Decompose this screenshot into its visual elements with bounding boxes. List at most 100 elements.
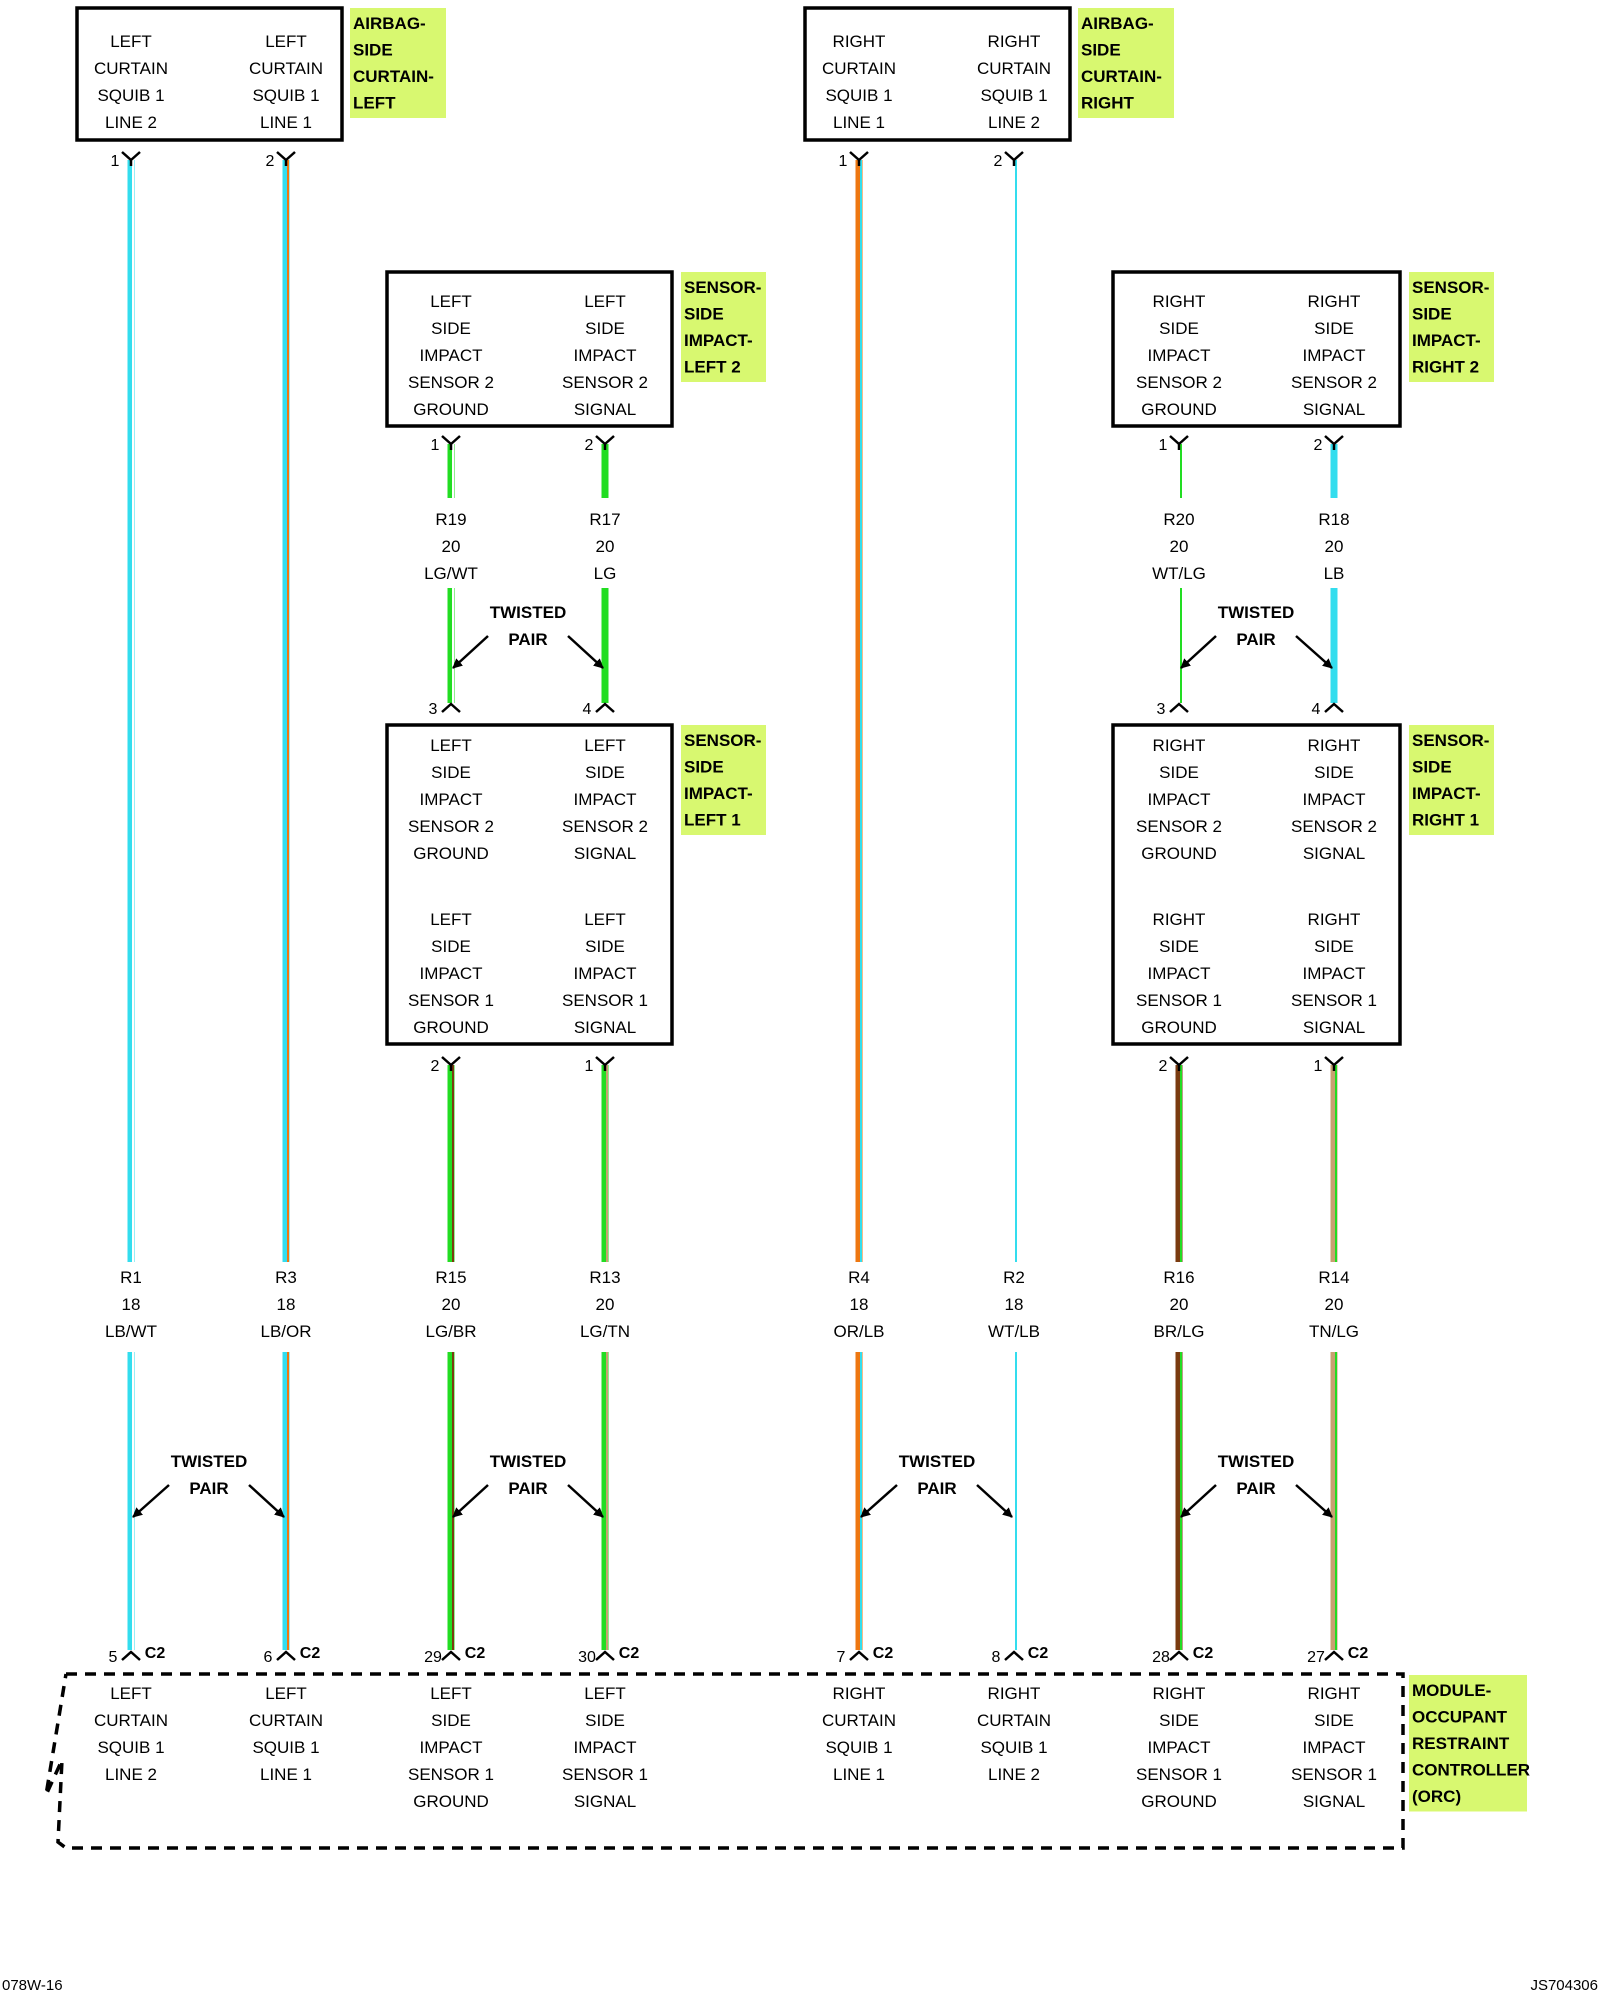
sensor-left-2-text-line: SENSOR 2 bbox=[408, 373, 494, 392]
twisted-pair-left-upper-arrow-left bbox=[452, 635, 489, 669]
airbag-right-box bbox=[803, 6, 1072, 142]
connector-R2-orc-pin: 8 bbox=[992, 1649, 1001, 1666]
connector-R2-orc-symbol bbox=[1004, 1650, 1024, 1661]
orc-module-text-line: LINE 1 bbox=[260, 1765, 312, 1784]
connector-R18-top-pin: 2 bbox=[1314, 437, 1323, 454]
sensor-right-1-text-line: IMPACT bbox=[1148, 964, 1211, 983]
wire-gauge: 20 bbox=[442, 537, 461, 556]
airbag-left-tag-bg bbox=[350, 8, 446, 118]
orc-module-text-line: SQUIB 1 bbox=[825, 1738, 892, 1757]
airbag-left-text-line: LEFT bbox=[110, 32, 152, 51]
sensor-right-1-text-line: IMPACT bbox=[1303, 964, 1366, 983]
connector-R16-top-symbol bbox=[1169, 1056, 1189, 1071]
sensor-left-2-text-line: SIDE bbox=[431, 319, 471, 338]
airbag-left-text-line: CURTAIN bbox=[94, 59, 168, 78]
airbag-left-tag-line: LEFT bbox=[353, 94, 396, 113]
wire-circuit: R13 bbox=[589, 1268, 620, 1287]
sensor-left-1-text-line: LEFT bbox=[584, 910, 626, 929]
connector-R4-orc-symbol bbox=[849, 1650, 869, 1661]
orc-tag-line: MODULE- bbox=[1412, 1681, 1491, 1700]
sensor-left-2-tag-bg bbox=[681, 272, 766, 382]
orc-module-text-line: RIGHT bbox=[1153, 1684, 1206, 1703]
orc-module-text-line: LINE 2 bbox=[988, 1765, 1040, 1784]
sensor-left-2-tag-line: LEFT 2 bbox=[684, 358, 741, 377]
connector-R17-top-symbol bbox=[595, 435, 615, 450]
sensor-right-1-text-line: SIDE bbox=[1159, 763, 1199, 782]
connector-R4-top-symbol bbox=[849, 151, 869, 166]
sensor-right-1-box bbox=[1111, 723, 1402, 1046]
sensor-right-1-text-line: RIGHT bbox=[1153, 910, 1206, 929]
airbag-left-text-line: LINE 2 bbox=[105, 113, 157, 132]
orc-module-text-line: RIGHT bbox=[988, 1684, 1041, 1703]
sensor-right-2-text-line: GROUND bbox=[1141, 400, 1217, 419]
orc-module-text-line: LEFT bbox=[110, 1684, 152, 1703]
sensor-left-1-text-line: SENSOR 2 bbox=[408, 817, 494, 836]
wire-color: WT/LB bbox=[988, 1322, 1040, 1341]
sensor-right-1-tag-line: IMPACT- bbox=[1412, 784, 1481, 803]
orc-tag-line: RESTRAINT bbox=[1412, 1734, 1510, 1753]
sensor-left-1-box bbox=[385, 723, 674, 1046]
sensor-left-2-text-line: IMPACT bbox=[574, 346, 637, 365]
sensor-left-1-text-line: SIGNAL bbox=[574, 1018, 636, 1037]
airbag-left-text-line: CURTAIN bbox=[249, 59, 323, 78]
airbag-right-tag-bg bbox=[1078, 8, 1174, 118]
connector-R2-orc-conn: C2 bbox=[1028, 1645, 1049, 1662]
twisted-pair-left-upper-label: PAIR bbox=[508, 630, 547, 649]
wire-gauge: 20 bbox=[1170, 1295, 1189, 1314]
connector-R15-orc-pin: 29 bbox=[424, 1649, 442, 1666]
orc-module-text-line: GROUND bbox=[413, 1792, 489, 1811]
sensor-right-1-text-line: SIDE bbox=[1159, 937, 1199, 956]
connector-R20-top-symbol bbox=[1169, 435, 1189, 450]
sensor-right-2-tag-bg bbox=[1409, 272, 1494, 382]
orc-module-text-line: CURTAIN bbox=[94, 1711, 168, 1730]
wire-gauge: 20 bbox=[596, 537, 615, 556]
airbag-right-text-line: RIGHT bbox=[833, 32, 886, 51]
sensor-right-2-box bbox=[1111, 270, 1402, 428]
orc-module-text-line: GROUND bbox=[1141, 1792, 1217, 1811]
connector-R4-orc-conn: C2 bbox=[873, 1645, 894, 1662]
sensor-right-1-text-line: SIGNAL bbox=[1303, 1018, 1365, 1037]
wire-circuit: R2 bbox=[1003, 1268, 1025, 1287]
connector-R17-top-pin: 2 bbox=[585, 437, 594, 454]
wire-gauge: 20 bbox=[442, 1295, 461, 1314]
sensor-right-1-text-line: IMPACT bbox=[1148, 790, 1211, 809]
wires-layer bbox=[127, 160, 1338, 1650]
sensor-right-1-text-line: GROUND bbox=[1141, 1018, 1217, 1037]
wire-circuit: R3 bbox=[275, 1268, 297, 1287]
twisted-pair-4-label: PAIR bbox=[1236, 1479, 1275, 1498]
connector-R4-top-pin: 1 bbox=[839, 153, 848, 170]
wire-gauge: 20 bbox=[1325, 537, 1344, 556]
airbag-right-text-line: LINE 1 bbox=[833, 113, 885, 132]
wire-gauge: 18 bbox=[1005, 1295, 1024, 1314]
sensor-right-2-text-line: SIDE bbox=[1314, 319, 1354, 338]
connector-R20-bottom-pin: 3 bbox=[1157, 701, 1166, 718]
sensor-right-2-tag-line: SENSOR- bbox=[1412, 278, 1489, 297]
sensor-left-1-text-line: IMPACT bbox=[574, 964, 637, 983]
footer-left: 078W-16 bbox=[2, 1977, 63, 1994]
connector-R14-orc-pin: 27 bbox=[1307, 1649, 1325, 1666]
sensor-left-1-tag-line: SIDE bbox=[684, 758, 724, 777]
connector-R14-orc-symbol bbox=[1324, 1650, 1344, 1661]
sensor-left-1-tag-bg bbox=[681, 725, 766, 835]
orc-module-text-line: IMPACT bbox=[574, 1738, 637, 1757]
connector-R16-orc-conn: C2 bbox=[1193, 1645, 1214, 1662]
sensor-right-1-tag-bg bbox=[1409, 725, 1494, 835]
connector-R19-bottom-pin: 3 bbox=[429, 701, 438, 718]
sensor-left-1-text-line: SENSOR 2 bbox=[562, 817, 648, 836]
orc-module-text-line: RIGHT bbox=[833, 1684, 886, 1703]
orc-tag-line: OCCUPANT bbox=[1412, 1708, 1508, 1727]
airbag-right-tag-line: SIDE bbox=[1081, 41, 1121, 60]
orc-module-text-line: CURTAIN bbox=[822, 1711, 896, 1730]
twisted-pair-2-arrow-left bbox=[452, 1484, 489, 1518]
sensor-left-1-text-line: SIDE bbox=[431, 937, 471, 956]
wire-circuit: R14 bbox=[1318, 1268, 1349, 1287]
sensor-left-1-text-line: LEFT bbox=[430, 736, 472, 755]
sensor-right-2-tag-line: SIDE bbox=[1412, 305, 1452, 324]
sensor-left-1-text-line: SENSOR 1 bbox=[562, 991, 648, 1010]
connector-R15-orc-symbol bbox=[441, 1650, 461, 1661]
sensor-left-2-text-line: SIDE bbox=[585, 319, 625, 338]
sensor-left-1-text-line: SIDE bbox=[585, 937, 625, 956]
sensor-right-1-text-line: RIGHT bbox=[1308, 736, 1361, 755]
